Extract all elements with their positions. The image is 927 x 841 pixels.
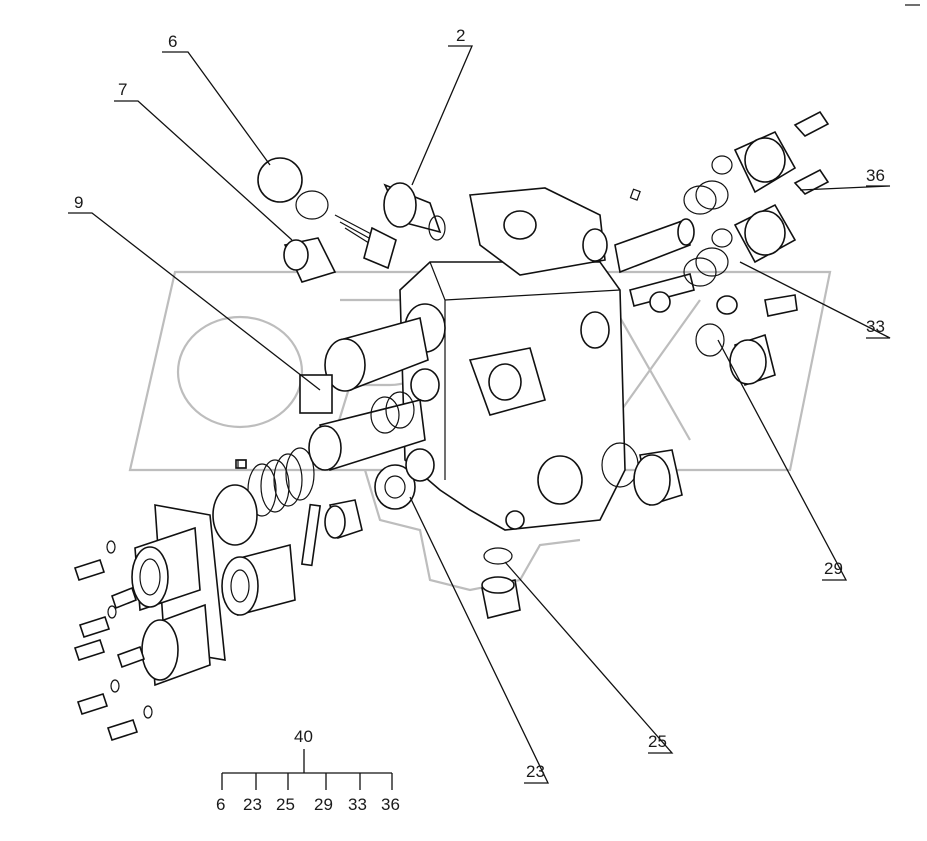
valve-body: [399, 187, 626, 531]
plug-pin: [300, 499, 363, 567]
callout-labels: 6 2 7 9 36 33 29 25 23: [74, 26, 885, 781]
callout-9: 9: [74, 193, 83, 212]
upper-left-parts: [257, 157, 446, 283]
bolts-left: [73, 540, 153, 742]
callout-7: 7: [118, 80, 127, 99]
spool-assembly: [299, 316, 435, 510]
kit-label: 40: [294, 727, 313, 746]
spring-stack: [212, 447, 315, 546]
kit-item-33: 33: [348, 795, 367, 814]
kit-item-29: 29: [314, 795, 333, 814]
kit-item-25: 25: [276, 795, 295, 814]
kit-item-36: 36: [381, 795, 400, 814]
callout-23: 23: [526, 762, 545, 781]
callout-36: 36: [866, 166, 885, 185]
callout-33: 33: [866, 317, 885, 336]
right-side-parts: [601, 110, 830, 507]
callout-2: 2: [456, 26, 465, 45]
end-cap-assembly: [131, 504, 296, 687]
leader-lines: [68, 45, 891, 784]
small-marks: [237, 4, 920, 469]
washer-plug-bottom: [481, 547, 521, 619]
callout-29: 29: [824, 559, 843, 578]
callout-25: 25: [648, 732, 667, 751]
kit-item-6: 6: [216, 795, 225, 814]
callout-6: 6: [168, 32, 177, 51]
kit-bracket: 40 6 23 25 29 33 36: [216, 727, 400, 814]
kit-item-23: 23: [243, 795, 262, 814]
